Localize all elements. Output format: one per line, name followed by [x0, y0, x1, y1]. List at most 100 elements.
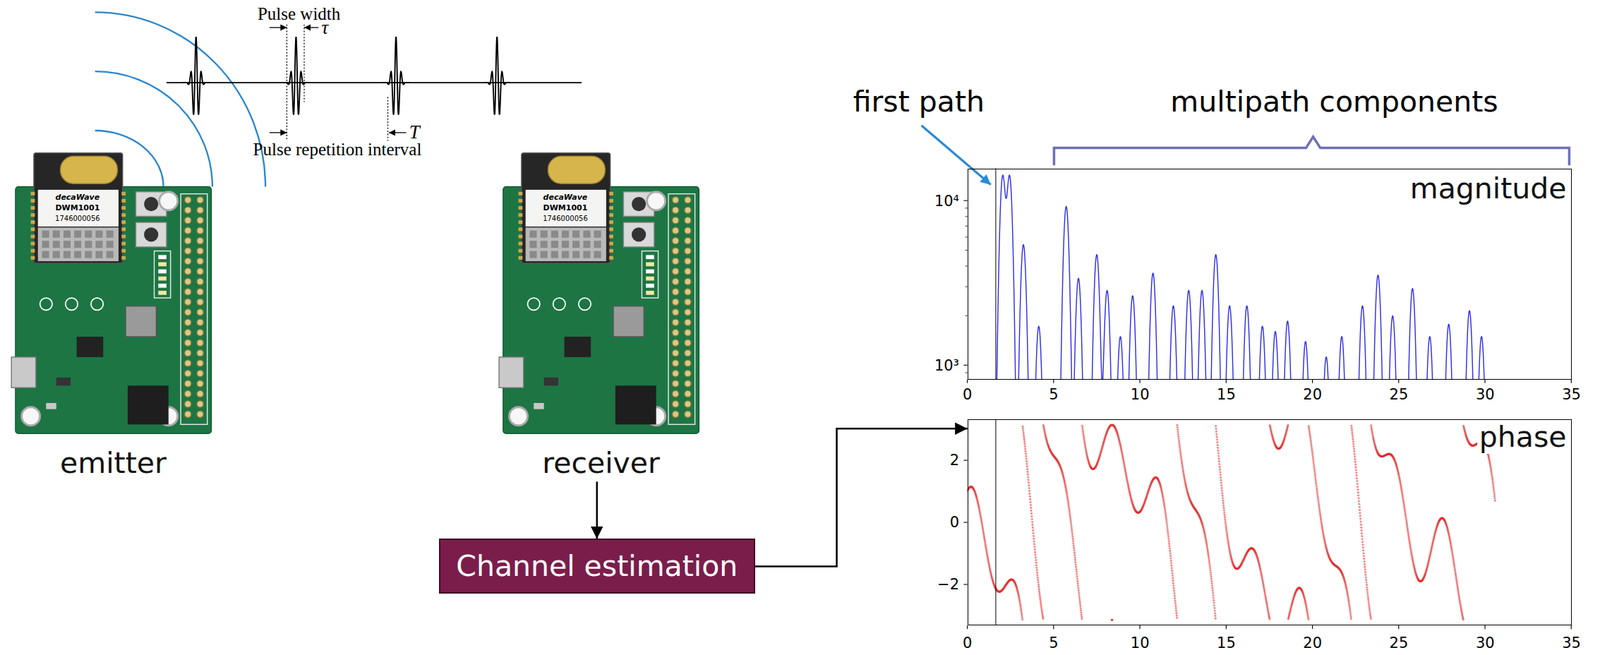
- phase-point: [1368, 609, 1371, 612]
- phase-point: [1164, 514, 1167, 517]
- phase-point: [1038, 592, 1041, 595]
- phase-point: [1309, 437, 1312, 440]
- phase-point: [1312, 459, 1315, 462]
- phase-point: [1360, 532, 1363, 535]
- phase-point: [1208, 566, 1212, 569]
- phase-point: [1032, 534, 1035, 538]
- phase-point: [1170, 559, 1173, 562]
- phase-point: [1171, 576, 1174, 579]
- phase-point: [1073, 551, 1076, 555]
- phase-point: [1173, 594, 1176, 597]
- phase-point: [1217, 454, 1220, 457]
- phase-point: [1357, 503, 1361, 506]
- phase-point: [1176, 430, 1179, 433]
- phase-point: [1176, 426, 1179, 429]
- phase-point: [1068, 512, 1071, 515]
- phase-point: [1022, 433, 1025, 436]
- phase-point: [1316, 493, 1319, 496]
- phase-point: [1357, 499, 1361, 502]
- phase-point: [1350, 426, 1353, 430]
- phase-point: [1219, 476, 1222, 479]
- phase-point: [1029, 498, 1032, 501]
- phase-point: [1225, 530, 1228, 533]
- phase-point: [1352, 445, 1356, 448]
- phase-point: [1309, 439, 1313, 442]
- phase-point: [1079, 600, 1082, 603]
- phase-point: [1356, 485, 1359, 488]
- phase-point: [1171, 574, 1174, 577]
- phase-point: [1222, 506, 1225, 509]
- phase-point: [1362, 546, 1365, 549]
- phase-point: [1178, 448, 1181, 451]
- phase-point: [1075, 575, 1078, 578]
- phase-point: [1356, 488, 1359, 491]
- phase-point: [1110, 618, 1114, 622]
- phase-point: [1220, 489, 1224, 492]
- phase-point: [1357, 494, 1360, 497]
- phase-point: [1310, 445, 1313, 448]
- phase-point: [1223, 518, 1226, 521]
- phase-point: [1314, 474, 1317, 477]
- phase-point: [1025, 462, 1028, 466]
- phase-point: [1208, 562, 1211, 565]
- phase-point: [1363, 566, 1366, 569]
- phase-point: [1360, 523, 1363, 526]
- phase-point: [1024, 452, 1027, 455]
- phase-point: [1172, 584, 1175, 587]
- phase-point: [1212, 599, 1215, 602]
- phase-point: [1029, 506, 1032, 509]
- phase-point: [1038, 590, 1041, 593]
- phase-point: [1311, 453, 1314, 456]
- phase-point: [1072, 546, 1075, 550]
- phase-point: [1216, 443, 1219, 447]
- phase-point: [1031, 518, 1034, 521]
- phase-point: [1207, 556, 1210, 559]
- phase-point: [1219, 479, 1222, 482]
- phase-point: [1079, 606, 1082, 610]
- phase-point: [1110, 618, 1114, 622]
- magnitude-curve: [967, 175, 1491, 380]
- phase-point: [1175, 606, 1178, 610]
- phase-point: [1358, 506, 1361, 509]
- phase-point: [1210, 577, 1213, 580]
- phase-point: [1039, 602, 1042, 605]
- phase-point: [1357, 491, 1360, 494]
- phase-point: [1029, 501, 1032, 504]
- phase-point: [1213, 604, 1216, 607]
- phase-points: [967, 423, 1497, 621]
- phase-point: [1028, 492, 1031, 495]
- phase-point: [1309, 443, 1313, 446]
- phase-point: [1365, 585, 1368, 588]
- phase-point: [1314, 472, 1317, 475]
- phase-point: [1210, 580, 1213, 583]
- phase-point: [1216, 449, 1219, 452]
- phase-point: [1316, 498, 1320, 502]
- phase-point: [1354, 460, 1357, 463]
- phase-point: [1225, 528, 1228, 531]
- phase-point: [1358, 511, 1361, 514]
- phase-point: [1036, 578, 1039, 581]
- phase-point: [1355, 479, 1358, 483]
- phase-point: [1020, 614, 1023, 617]
- phase-point: [1353, 453, 1356, 456]
- phase-point: [1173, 597, 1176, 600]
- phase-point: [1177, 435, 1180, 438]
- phase-point: [1173, 589, 1176, 592]
- phase-point: [1313, 470, 1316, 473]
- phase-point: [1223, 510, 1226, 514]
- phase-point: [1358, 508, 1361, 511]
- phase-point: [1367, 599, 1370, 603]
- phase-point: [1312, 463, 1315, 466]
- phase-point: [1310, 449, 1313, 452]
- phase-point: [1355, 468, 1358, 471]
- phase-point: [1175, 611, 1178, 615]
- phase-point: [1317, 503, 1320, 506]
- phase-point: [1219, 473, 1222, 476]
- phase-point: [1225, 526, 1228, 529]
- phase-point: [1032, 537, 1035, 540]
- phase-point: [1077, 582, 1080, 585]
- phase-point: [1355, 471, 1358, 474]
- phase-point: [1211, 594, 1214, 597]
- phase-point: [1213, 611, 1217, 615]
- phase-point: [1211, 587, 1214, 590]
